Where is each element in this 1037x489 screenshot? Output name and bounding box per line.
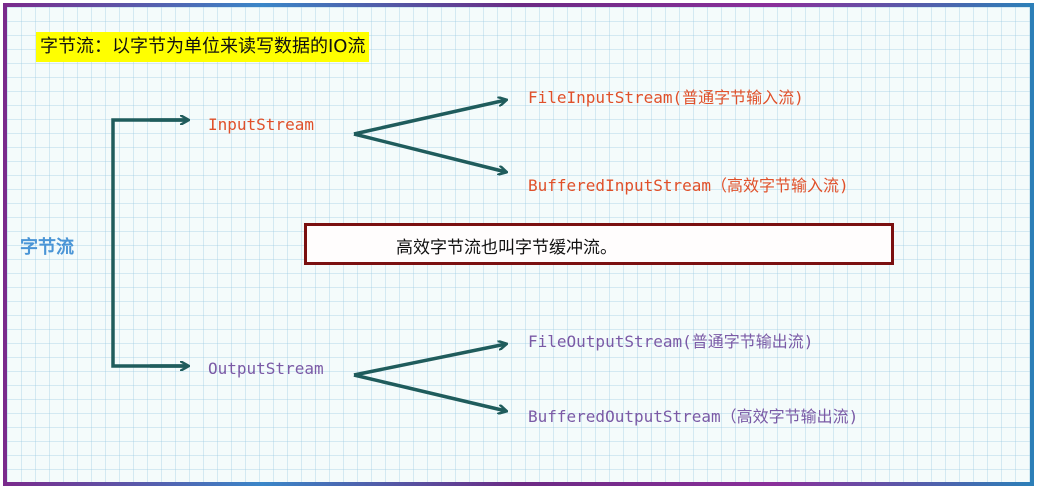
fileoutputstream-node: FileOutputStream(普通字节输出流) [528, 332, 814, 351]
root-bracket-line [111, 118, 188, 368]
bufferedinputstream-node: BufferedInputStream（高效字节输入流) [528, 176, 849, 195]
note-box [304, 223, 894, 265]
note-text: 高效字节流也叫字节缓冲流。 [396, 238, 617, 258]
arrow-to-fileoutputstream [353, 344, 506, 377]
outputstream-node: OutputStream [208, 359, 324, 378]
arrow-to-bufferedinputstream [353, 132, 506, 172]
fileinputstream-node: FileInputStream(普通字节输入流) [528, 88, 804, 107]
inputstream-node: InputStream [208, 115, 314, 134]
root-node-label: 字节流 [20, 237, 74, 258]
page-title: 字节流：以字节为单位来读写数据的IO流 [36, 32, 370, 62]
arrow-to-bufferedoutputstream [353, 373, 506, 411]
bufferedoutputstream-node: BufferedOutputStream（高效字节输出流) [528, 407, 859, 426]
arrow-to-fileinputstream [353, 100, 506, 136]
